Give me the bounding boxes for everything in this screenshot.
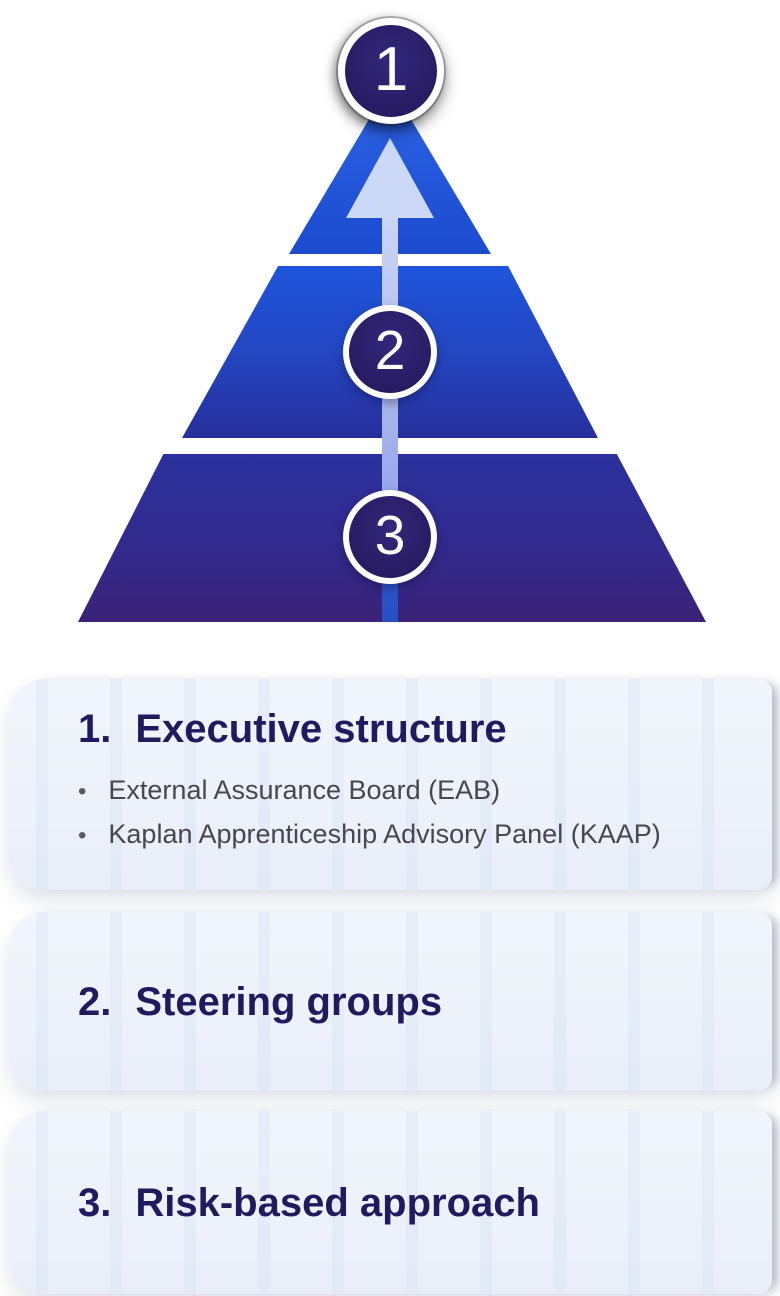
bullet-text: Kaplan Apprenticeship Advisory Panel (KA… [108,819,661,849]
card-title-text: Executive structure [135,707,507,751]
card-number: 1. [78,707,112,751]
card-risk-based-approach: 3. Risk-based approach [8,1111,772,1294]
card-title-text: Risk-based approach [135,1180,540,1225]
card-title: 2. Steering groups [78,978,442,1026]
card-steering-groups: 2. Steering groups [8,912,772,1091]
card-executive-structure: 1. Executive structure • External Assura… [8,679,772,890]
level-number: 2 [374,319,406,381]
bullet-item: • Kaplan Apprenticeship Advisory Panel (… [78,813,752,857]
bullet-dot-icon: • [78,822,87,849]
bullet-text: External Assurance Board (EAB) [108,775,501,805]
card-number: 3. [78,1180,112,1225]
level-number: 3 [374,504,406,566]
level-badge-1: 1 [338,18,444,124]
bullet-dot-icon: • [78,778,87,805]
card-title: 1. Executive structure [78,705,752,753]
level-number: 1 [373,34,409,104]
level-badge-2: 2 [343,305,437,399]
card-title: 3. Risk-based approach [78,1179,540,1227]
pyramid-diagram: 1 2 3 [78,18,706,622]
level-badge-3: 3 [343,490,437,584]
bullet-list: • External Assurance Board (EAB) • Kapla… [78,769,752,857]
card-title-text: Steering groups [135,979,443,1024]
card-number: 2. [78,979,112,1024]
bullet-item: • External Assurance Board (EAB) [78,769,752,813]
